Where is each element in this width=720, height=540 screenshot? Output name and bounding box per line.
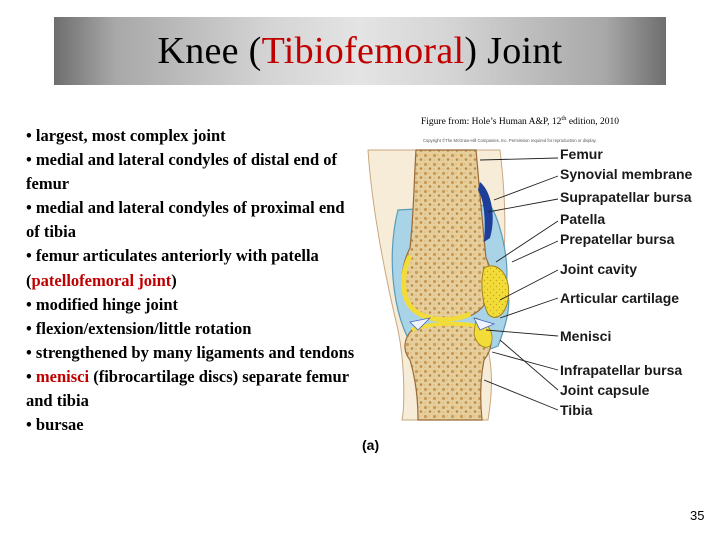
title-highlight: Tibiofemoral xyxy=(261,30,465,72)
title-text-2: ) Joint xyxy=(464,30,563,72)
knee-diagram xyxy=(367,149,510,421)
bullet-item: • medial and lateral condyles of distal … xyxy=(26,150,338,194)
femur-bone xyxy=(401,149,493,321)
label-articular-cartilage: Articular cartilage xyxy=(560,290,680,306)
bullet-text: • xyxy=(26,366,36,386)
label-synovial-membrane: Synovial membrane xyxy=(560,166,693,182)
bullet-item: • strengthened by many ligaments and ten… xyxy=(26,342,355,362)
title-text-1: Knee ( xyxy=(157,30,262,72)
bullet-item: • modified hinge joint xyxy=(26,294,178,314)
figure-caption: Figure from: Hole’s Human A&P, 12th edit… xyxy=(421,115,619,127)
bullet-item: • bursae xyxy=(26,415,84,435)
tibia-bone xyxy=(404,323,492,421)
bullet-text: • femur articulates anteriorly with pate… xyxy=(26,246,319,290)
label-suprapatellar-bursa: Suprapatellar bursa xyxy=(560,189,692,205)
label-menisci: Menisci xyxy=(560,328,612,344)
label-joint-cavity: Joint cavity xyxy=(560,261,638,277)
suprapatellar-bursa-shape xyxy=(478,182,493,242)
infrapatellar-fat xyxy=(473,317,493,348)
joint-capsule xyxy=(391,204,510,359)
bullet-item: • femur articulates anteriorly with pate… xyxy=(26,244,356,292)
bullet-highlight: menisci xyxy=(35,366,90,386)
bullet-item: • medial and lateral condyles of proxima… xyxy=(26,198,345,242)
title-bar: Knee (Tibiofemoral) Joint xyxy=(54,17,666,85)
label-patella: Patella xyxy=(560,211,606,227)
label-prepatellar-bursa: Prepatellar bursa xyxy=(560,231,675,247)
skin-outline xyxy=(367,149,506,421)
bullet-text: (fibrocartilage discs) separate femur an… xyxy=(26,366,349,411)
caption-sup: th xyxy=(561,115,567,122)
page-number: 35 xyxy=(690,508,705,523)
articular-cartilage-tibia xyxy=(411,321,487,332)
label-leader-lines xyxy=(479,157,559,411)
bullet-item: • largest, most complex joint xyxy=(26,126,226,145)
bullet-list: • largest, most complex joint • medial a… xyxy=(26,124,356,437)
patella-bone xyxy=(481,265,510,318)
caption-text-end: edition, 2010 xyxy=(566,117,619,128)
bullet-item: • menisci (fibrocartilage discs) separat… xyxy=(26,365,356,413)
bullet-highlight: patellofemoral joint xyxy=(31,270,172,290)
caption-text: Figure from: Hole’s Human A&P, 12 xyxy=(421,117,562,128)
bullet-item: • flexion/extension/little rotation xyxy=(26,318,252,338)
label-joint-capsule: Joint capsule xyxy=(560,382,650,398)
slide-title: Knee (Tibiofemoral) Joint xyxy=(157,29,562,73)
label-infrapatellar-bursa: Infrapatellar bursa xyxy=(560,362,683,378)
bullet-text: ) xyxy=(171,270,177,290)
figure-letter: (a) xyxy=(362,437,380,453)
label-femur: Femur xyxy=(560,146,603,162)
copyright-notice: Copyright ©The McGraw-Hill Companies, In… xyxy=(423,138,597,143)
meniscus-shape xyxy=(409,317,496,331)
label-tibia: Tibia xyxy=(560,402,593,418)
articular-cartilage-femur xyxy=(401,254,472,322)
